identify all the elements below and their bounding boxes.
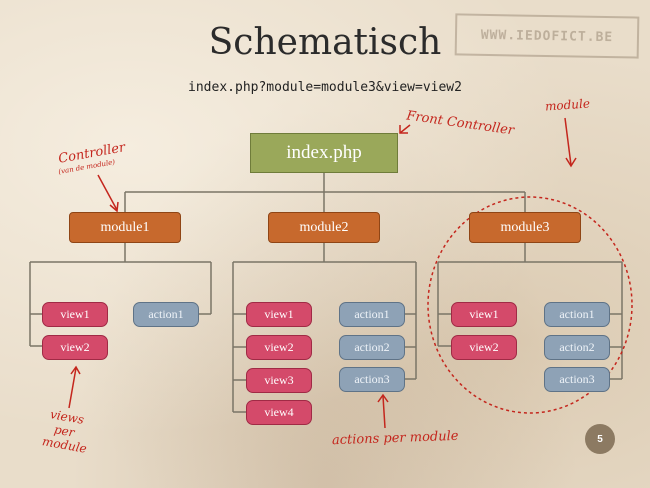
module2-view1-node: view1 — [246, 302, 312, 327]
module1-view2-node: view2 — [42, 335, 108, 360]
module2-view3-node: view3 — [246, 368, 312, 393]
module2-action3-node: action3 — [339, 367, 405, 392]
module1-action1-node: action1 — [133, 302, 199, 327]
module3-action3-node: action3 — [544, 367, 610, 392]
module2-action1-node: action1 — [339, 302, 405, 327]
module2-action2-node: action2 — [339, 335, 405, 360]
module1-view1-node: view1 — [42, 302, 108, 327]
module3-view2-node: view2 — [451, 335, 517, 360]
front-controller-node: index.php — [250, 133, 398, 173]
module3-view1-node: view1 — [451, 302, 517, 327]
module-highlight-circle — [427, 196, 633, 414]
page-number-badge: 5 — [585, 424, 615, 454]
module2-view4-node: view4 — [246, 400, 312, 425]
module3-action2-node: action2 — [544, 335, 610, 360]
module2-node: module2 — [268, 212, 380, 243]
module3-node: module3 — [469, 212, 581, 243]
url-example: index.php?module=module3&view=view2 — [188, 80, 462, 95]
module2-view2-node: view2 — [246, 335, 312, 360]
module3-action1-node: action1 — [544, 302, 610, 327]
slide-title: Schematisch — [208, 22, 442, 63]
module1-node: module1 — [69, 212, 181, 243]
